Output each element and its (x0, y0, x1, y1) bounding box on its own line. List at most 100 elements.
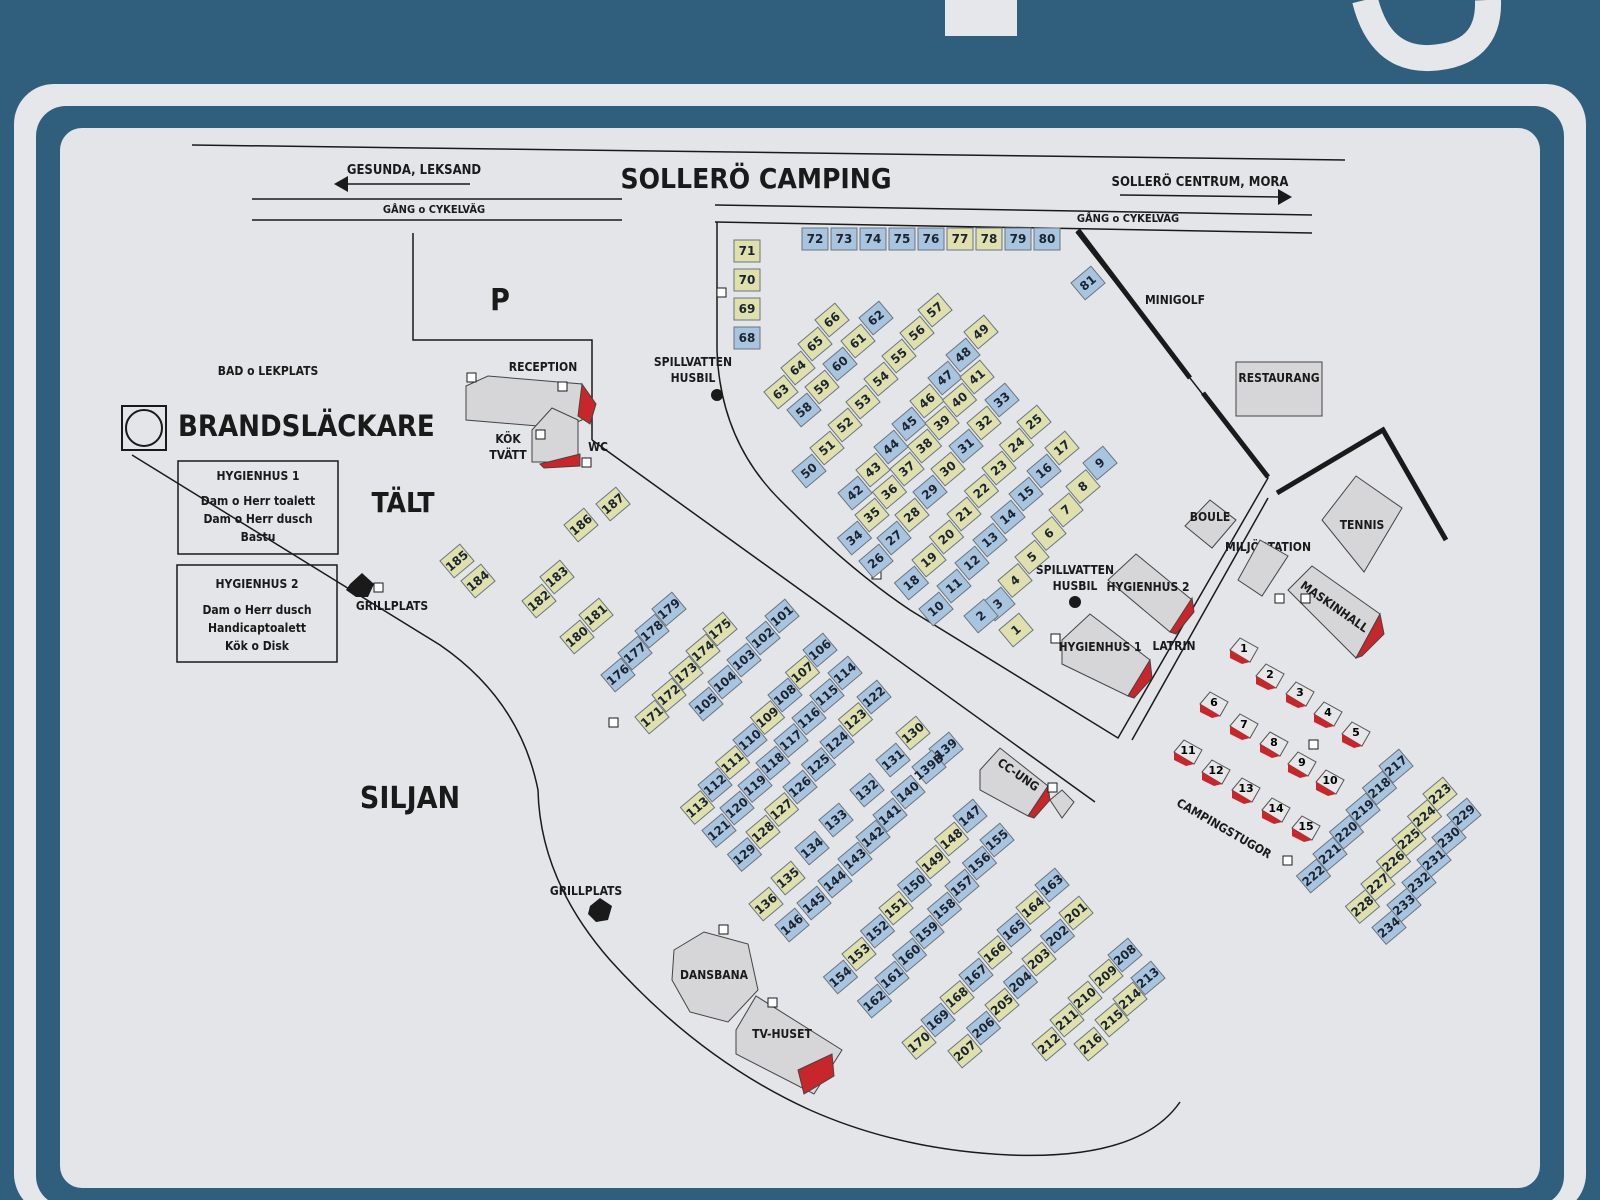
cabin-9[interactable]: 9 (1287, 751, 1317, 778)
pitch-41[interactable]: 41 (959, 359, 995, 395)
pitch-24[interactable]: 24 (998, 427, 1035, 463)
pitch-11[interactable]: 11 (936, 568, 972, 604)
pitch-140[interactable]: 140 (890, 774, 926, 810)
pitch-72[interactable]: 72 (801, 227, 829, 251)
pitch-10[interactable]: 10 (918, 591, 954, 627)
pitch-50[interactable]: 50 (791, 453, 827, 489)
pitch-66[interactable]: 66 (814, 302, 850, 338)
pitch-35[interactable]: 35 (854, 497, 890, 533)
pitch-36[interactable]: 36 (871, 474, 908, 510)
pitch-13[interactable]: 13 (972, 522, 1008, 558)
pitch-79[interactable]: 79 (1004, 227, 1032, 251)
pitch-204[interactable]: 204 (1002, 964, 1039, 1000)
pitch-39[interactable]: 39 (924, 405, 960, 441)
pitch-147[interactable]: 147 (952, 798, 988, 834)
pitch-2[interactable]: 2 (963, 598, 999, 634)
pitch-49[interactable]: 49 (963, 314, 999, 350)
pitch-15[interactable]: 15 (1008, 476, 1044, 512)
pitch-32[interactable]: 32 (966, 405, 1002, 441)
cabin-12[interactable]: 12 (1201, 759, 1231, 786)
cabin-10[interactable]: 10 (1315, 769, 1345, 796)
pitch-5[interactable]: 5 (1014, 539, 1050, 575)
pitch-70[interactable]: 70 (733, 268, 761, 292)
cabin-6[interactable]: 6 (1199, 691, 1229, 718)
cabin-14[interactable]: 14 (1261, 797, 1291, 824)
pitch-52[interactable]: 52 (827, 407, 863, 443)
pitch-48[interactable]: 48 (945, 337, 981, 373)
pitch-222[interactable]: 222 (1295, 858, 1332, 894)
pitch-19[interactable]: 19 (911, 542, 947, 578)
pitch-60[interactable]: 60 (822, 346, 858, 382)
pitch-78[interactable]: 78 (975, 227, 1003, 251)
pitch-4[interactable]: 4 (997, 563, 1033, 598)
pitch-29[interactable]: 29 (912, 474, 948, 510)
pitch-37[interactable]: 37 (889, 451, 925, 487)
pitch-128[interactable]: 128 (745, 814, 781, 850)
pitch-33[interactable]: 33 (984, 382, 1020, 418)
cabin-3[interactable]: 3 (1285, 681, 1315, 708)
pitch-232[interactable]: 232 (1401, 865, 1437, 900)
pitch-61[interactable]: 61 (840, 323, 876, 359)
pitch-59[interactable]: 59 (804, 369, 840, 405)
pitch-131[interactable]: 131 (875, 742, 911, 778)
cabin-13[interactable]: 13 (1231, 777, 1261, 804)
pitch-8[interactable]: 8 (1065, 469, 1101, 504)
pitch-34[interactable]: 34 (836, 520, 873, 556)
pitch-54[interactable]: 54 (863, 361, 899, 397)
pitch-27[interactable]: 27 (876, 520, 912, 556)
pitch-56[interactable]: 56 (899, 315, 935, 351)
pitch-17[interactable]: 17 (1044, 430, 1080, 466)
pitch-77[interactable]: 77 (946, 227, 974, 251)
pitch-71[interactable]: 71 (733, 239, 761, 263)
pitch-51[interactable]: 51 (809, 430, 845, 466)
cabin-8[interactable]: 8 (1259, 731, 1289, 758)
pitch-182[interactable]: 182 (521, 583, 557, 619)
pitch-14[interactable]: 14 (990, 499, 1026, 535)
pitch-12[interactable]: 12 (954, 545, 990, 581)
pitch-65[interactable]: 65 (797, 326, 833, 362)
pitch-68[interactable]: 68 (733, 326, 761, 350)
pitch-43[interactable]: 43 (855, 452, 891, 488)
cabin-4[interactable]: 4 (1313, 701, 1343, 728)
pitch-23[interactable]: 23 (981, 450, 1017, 486)
pitch-64[interactable]: 64 (780, 350, 816, 386)
pitch-57[interactable]: 57 (917, 292, 953, 328)
pitch-38[interactable]: 38 (906, 428, 943, 464)
pitch-53[interactable]: 53 (845, 384, 881, 420)
pitch-7[interactable]: 7 (1048, 492, 1084, 528)
pitch-69[interactable]: 69 (733, 297, 761, 321)
cabin-11[interactable]: 11 (1173, 739, 1203, 766)
pitch-76[interactable]: 76 (917, 227, 945, 251)
pitch-26[interactable]: 26 (858, 543, 894, 579)
cabin-7[interactable]: 7 (1229, 713, 1259, 740)
pitch-16[interactable]: 16 (1026, 453, 1062, 489)
cabin-5[interactable]: 5 (1341, 721, 1371, 748)
cabin-2[interactable]: 2 (1255, 663, 1285, 690)
pitch-75[interactable]: 75 (888, 227, 916, 251)
pitch-80[interactable]: 80 (1033, 227, 1061, 251)
pitch-146[interactable]: 146 (774, 907, 810, 943)
pitch-31[interactable]: 31 (948, 428, 984, 464)
pitch-30[interactable]: 30 (930, 451, 966, 487)
pitch-143[interactable]: 143 (837, 841, 873, 877)
pitch-40[interactable]: 40 (941, 382, 978, 418)
pitch-1[interactable]: 1 (998, 612, 1034, 648)
pitch-18[interactable]: 18 (893, 565, 930, 601)
pitch-81[interactable]: 81 (1070, 265, 1106, 301)
pitch-165[interactable]: 165 (996, 912, 1032, 948)
pitch-215[interactable]: 215 (1094, 1002, 1130, 1038)
cabin-1[interactable]: 1 (1229, 637, 1259, 664)
pitch-9[interactable]: 9 (1082, 445, 1118, 481)
cabin-15[interactable]: 15 (1291, 815, 1321, 842)
pitch-63[interactable]: 63 (763, 374, 799, 410)
pitch-42[interactable]: 42 (837, 475, 873, 511)
pitch-44[interactable]: 44 (873, 429, 909, 465)
pitch-58[interactable]: 58 (786, 392, 822, 428)
pitch-46[interactable]: 46 (909, 383, 945, 419)
pitch-25[interactable]: 25 (1016, 404, 1052, 440)
pitch-20[interactable]: 20 (928, 519, 965, 555)
pitch-178[interactable]: 178 (634, 613, 670, 649)
pitch-55[interactable]: 55 (881, 338, 917, 374)
pitch-74[interactable]: 74 (859, 227, 887, 251)
pitch-45[interactable]: 45 (891, 406, 927, 442)
